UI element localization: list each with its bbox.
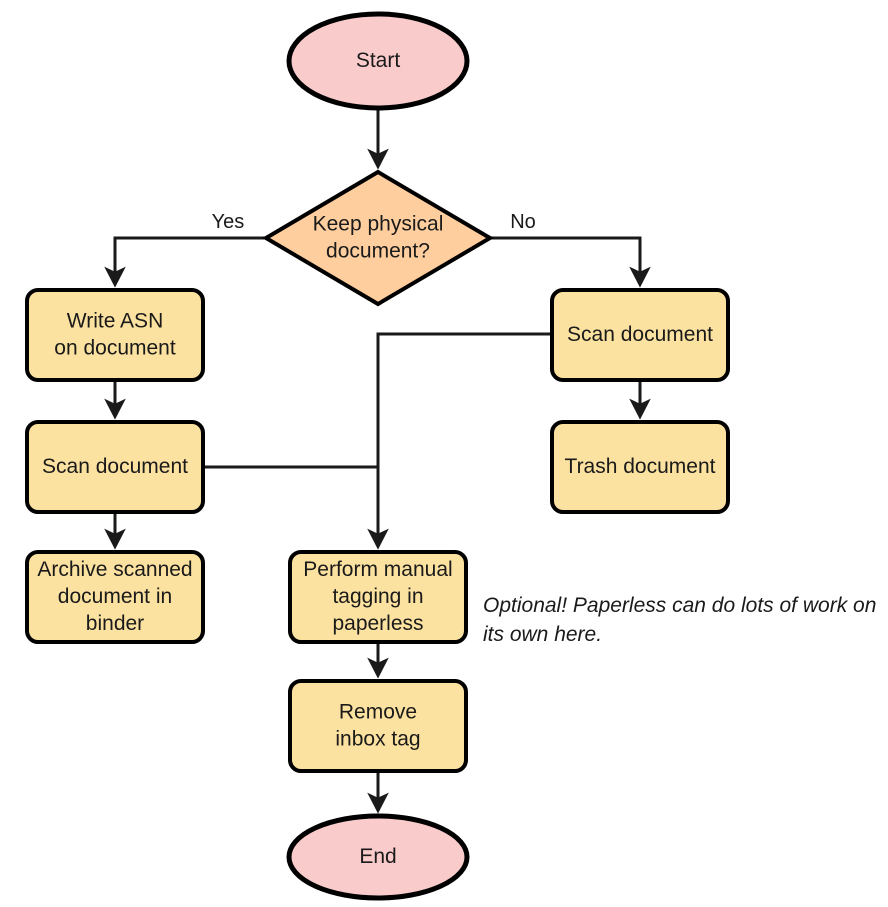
annotation-optional-note: Optional! Paperless can do lots of work … xyxy=(483,594,876,646)
start-node[interactable]: Start xyxy=(286,11,470,111)
process-scan-document-right-label: Scan document xyxy=(567,323,713,346)
process-write-asn-on-document-shape xyxy=(25,288,205,382)
process-perform-manual-tagging-in-paperless-shape xyxy=(288,550,468,644)
decision-keep-physical-document-label-line: document? xyxy=(326,239,430,262)
process-write-asn-on-document-label-line: on document xyxy=(54,336,176,359)
process-scan-document-right[interactable]: Scan document xyxy=(550,288,730,382)
process-remove-inbox-tag[interactable]: Remove inbox tag xyxy=(288,679,468,773)
process-perform-manual-tagging-in-paperless-label-line: tagging in xyxy=(332,585,423,608)
annotation-optional-note-line: Optional! Paperless can do lots of work … xyxy=(483,594,876,617)
process-remove-inbox-tag-label-line: Remove xyxy=(339,700,417,723)
process-remove-inbox-tag-label-line: inbox tag xyxy=(335,727,420,750)
process-scan-document-right-shape xyxy=(550,288,730,382)
end-node-label-line: End xyxy=(359,845,396,868)
edge-decision-yes-to-write-asn-line xyxy=(104,236,265,288)
annotations-layer: Optional! Paperless can do lots of work … xyxy=(483,594,876,646)
edge-decision-no-to-scan-right-line xyxy=(490,236,651,288)
process-write-asn-on-document-label-line: Write ASN xyxy=(67,309,163,332)
end-node-label: End xyxy=(359,845,396,868)
process-trash-document[interactable]: Trash document xyxy=(550,420,730,514)
end-node-shape xyxy=(286,813,470,901)
decision-keep-physical-document[interactable]: Keep physical document? xyxy=(262,169,494,307)
process-perform-manual-tagging-in-paperless-label-line: Perform manual xyxy=(303,558,452,581)
process-archive-scanned-document-in-binder[interactable]: Archive scanned document in binder xyxy=(25,550,205,644)
process-scan-document-right-label-line: Scan document xyxy=(567,323,713,346)
annotation-optional-note-line: its own here. xyxy=(483,623,602,646)
process-archive-scanned-document-in-binder-label-line: Archive scanned xyxy=(37,558,192,581)
process-archive-scanned-document-in-binder-label: Archive scanned document in binder xyxy=(37,558,192,635)
process-remove-inbox-tag-label: Remove inbox tag xyxy=(335,700,420,750)
edge-decision-yes-to-write-asn: Yes xyxy=(104,211,265,288)
edge-decision-no-to-scan-right-label: No xyxy=(510,211,536,233)
process-write-asn-on-document-label: Write ASN on document xyxy=(54,309,176,359)
decision-keep-physical-document-label: Keep physical document? xyxy=(313,212,444,262)
process-archive-scanned-document-in-binder-label-line: document in xyxy=(58,585,172,608)
decision-keep-physical-document-label-line: Keep physical xyxy=(313,212,444,235)
edge-scan-right-to-tagging xyxy=(367,332,552,550)
start-node-shape xyxy=(286,11,470,111)
start-node-label: Start xyxy=(356,49,401,72)
edge-decision-yes-to-write-asn-label: Yes xyxy=(212,211,245,233)
process-scan-document-left-label-line: Scan document xyxy=(42,455,188,478)
edge-decision-no-to-scan-right: No xyxy=(490,211,651,288)
decision-keep-physical-document-shape xyxy=(262,169,494,307)
process-scan-document-left[interactable]: Scan document xyxy=(25,420,205,514)
process-trash-document-label: Trash document xyxy=(565,455,716,478)
process-perform-manual-tagging-in-paperless-label: Perform manual tagging in paperless xyxy=(303,558,452,635)
process-archive-scanned-document-in-binder-label-line: binder xyxy=(86,612,144,635)
end-node[interactable]: End xyxy=(286,813,470,901)
process-remove-inbox-tag-shape xyxy=(288,679,468,773)
process-perform-manual-tagging-in-paperless[interactable]: Perform manual tagging in paperless xyxy=(288,550,468,644)
edges-layer: Yes No xyxy=(104,108,651,814)
process-scan-document-left-shape xyxy=(25,420,205,514)
process-trash-document-shape xyxy=(550,420,730,514)
edge-scan-right-to-tagging-line xyxy=(367,332,552,550)
process-scan-document-left-label: Scan document xyxy=(42,455,188,478)
start-node-label-line: Start xyxy=(356,49,401,72)
process-write-asn-on-document[interactable]: Write ASN on document xyxy=(25,288,205,382)
process-archive-scanned-document-in-binder-shape xyxy=(25,550,205,644)
process-perform-manual-tagging-in-paperless-label-line: paperless xyxy=(332,612,423,635)
process-trash-document-label-line: Trash document xyxy=(565,455,716,478)
